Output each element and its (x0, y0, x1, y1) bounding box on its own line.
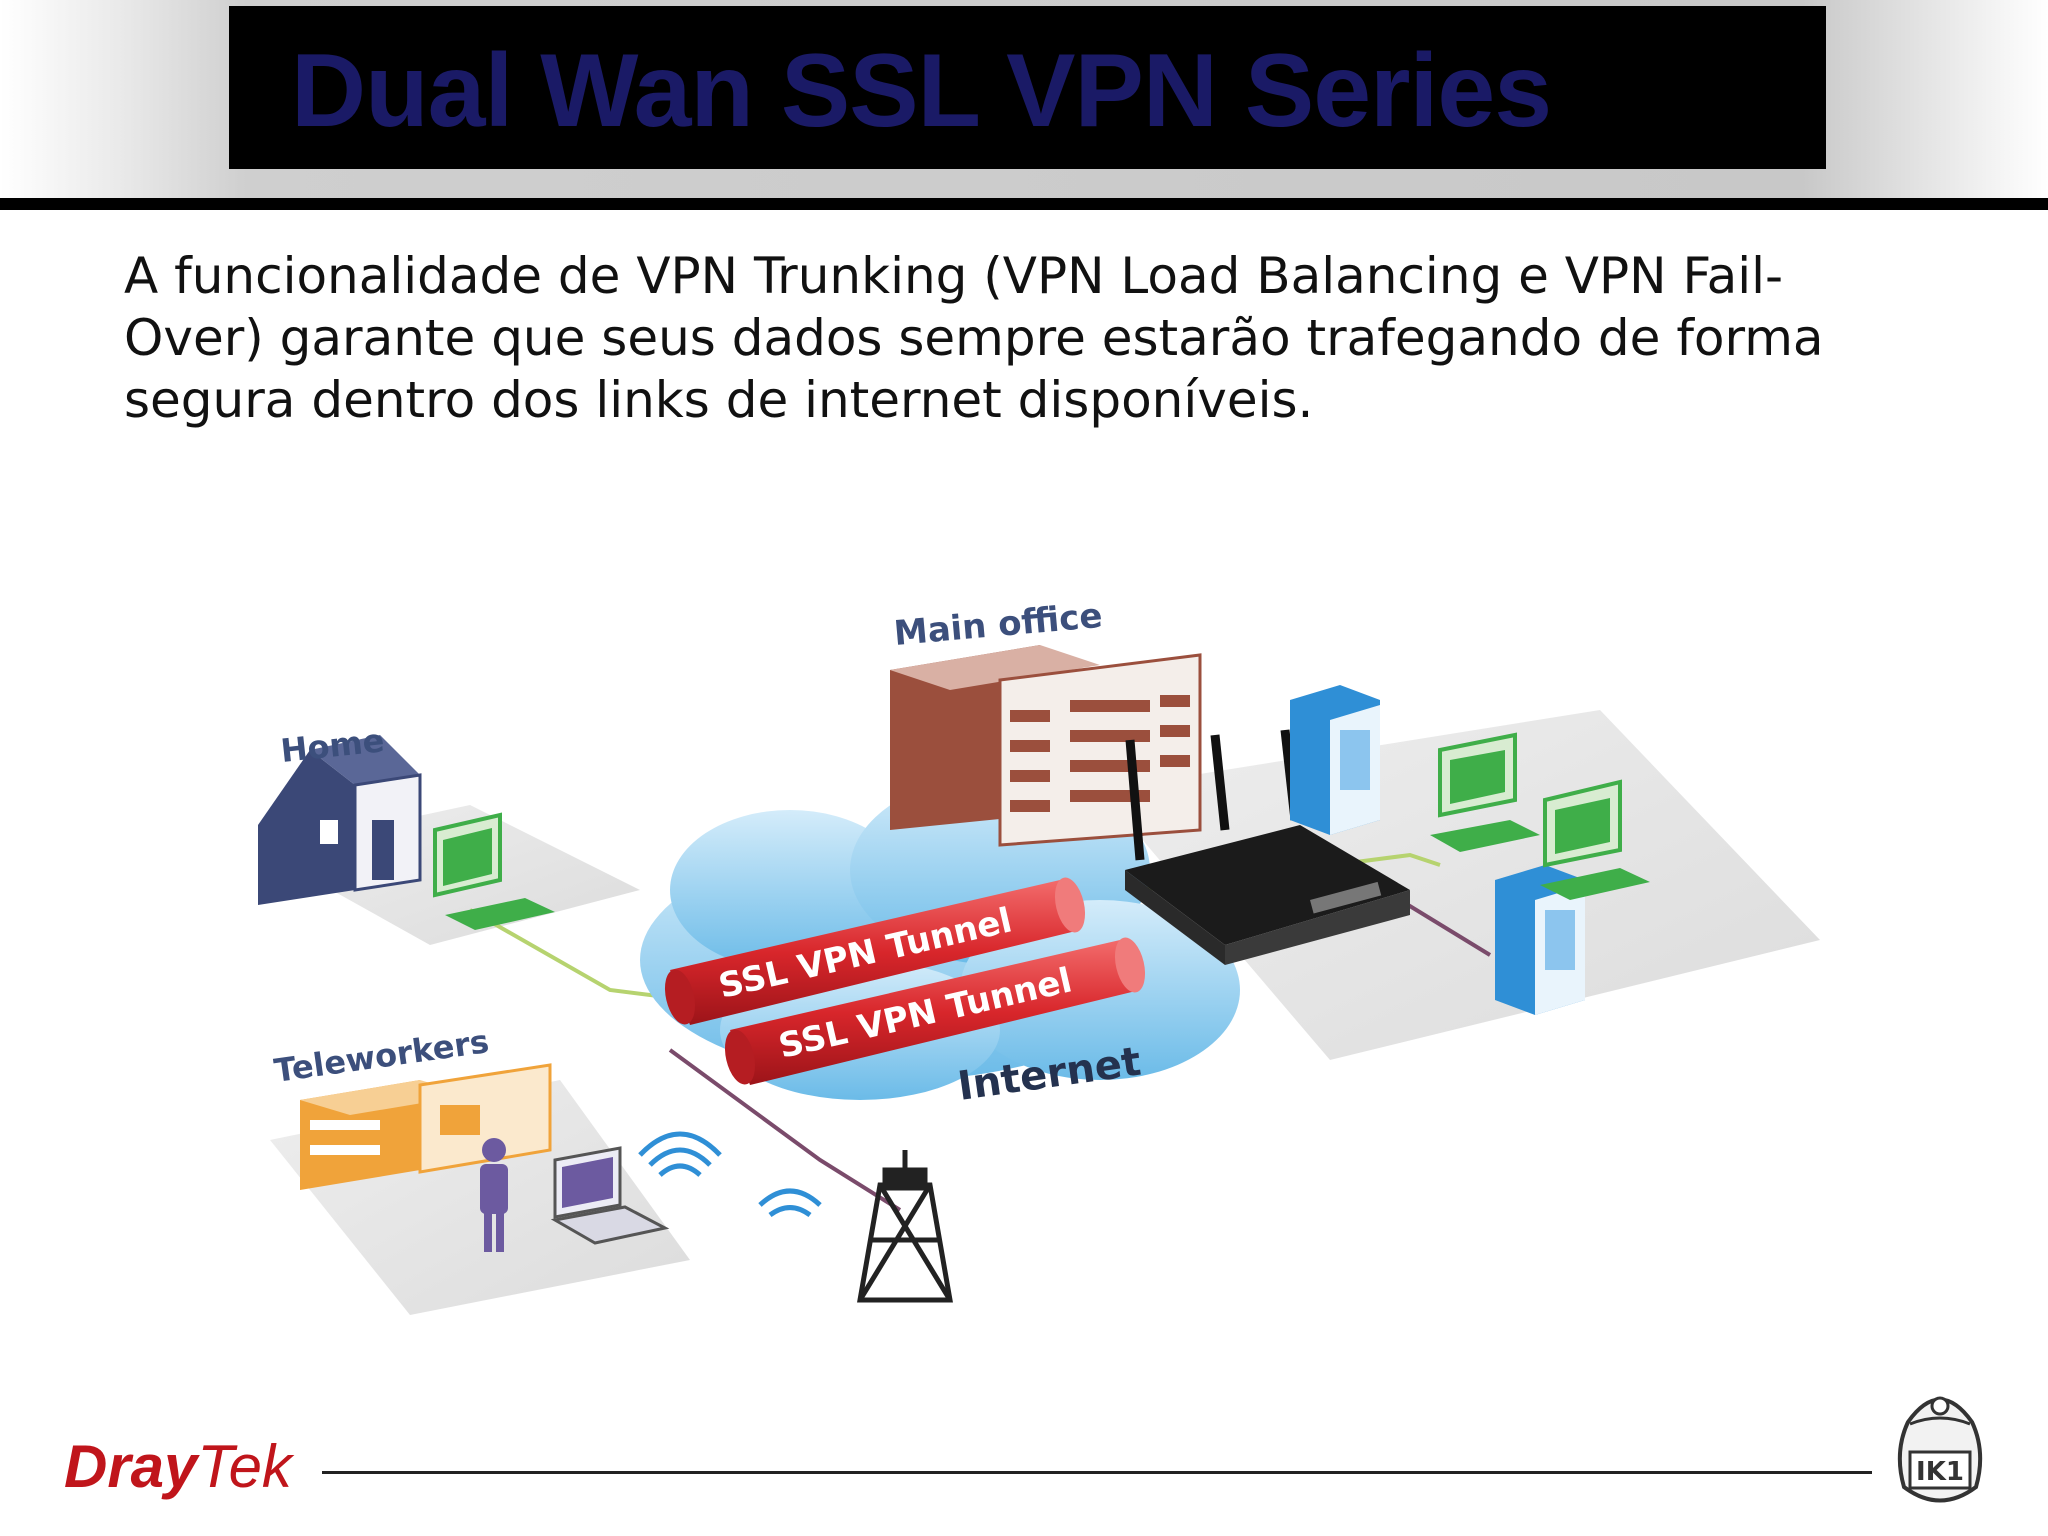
tower-link-line (668, 1048, 902, 1212)
cell-tower-icon (857, 1150, 953, 1303)
footer-divider (322, 1471, 1872, 1474)
office-monitor-2 (1540, 779, 1650, 900)
title-bar: Dual Wan SSL VPN Series (229, 6, 1826, 169)
slide-title: Dual Wan SSL VPN Series (291, 33, 1552, 149)
slide-body-text: A funcionalidade de VPN Trunking (VPN Lo… (124, 247, 1824, 429)
teleworker-building (300, 1063, 552, 1190)
header-divider (0, 198, 2048, 210)
main-office-label: Main office (892, 596, 1104, 654)
logo-dray-text: Dray (64, 1433, 198, 1500)
logo-tek-text: Tek (197, 1433, 292, 1500)
router-device (1125, 729, 1410, 965)
home-house (258, 735, 422, 905)
person-figure (480, 1138, 508, 1252)
server-tower-1 (1290, 685, 1380, 835)
wifi-waves-icon (638, 1131, 822, 1218)
server-tower-2 (1495, 865, 1585, 1015)
badge-text: IK1 (1916, 1457, 1964, 1487)
network-diagram: Internet Main office (258, 596, 1820, 1315)
ik1-badge-icon: IK1 (1897, 1396, 1983, 1503)
main-office-building (890, 645, 1202, 847)
office-server-line (1398, 898, 1492, 957)
laptop (550, 1146, 670, 1245)
office-monitor-1 (1430, 732, 1540, 852)
home-computer (433, 812, 555, 930)
ssl-vpn-tunnel-2 (724, 937, 1146, 1085)
ssl-vpn-tunnel-1 (664, 877, 1086, 1025)
office-floor (1100, 710, 1820, 1060)
draytek-logo: DrayTek (64, 1432, 292, 1502)
